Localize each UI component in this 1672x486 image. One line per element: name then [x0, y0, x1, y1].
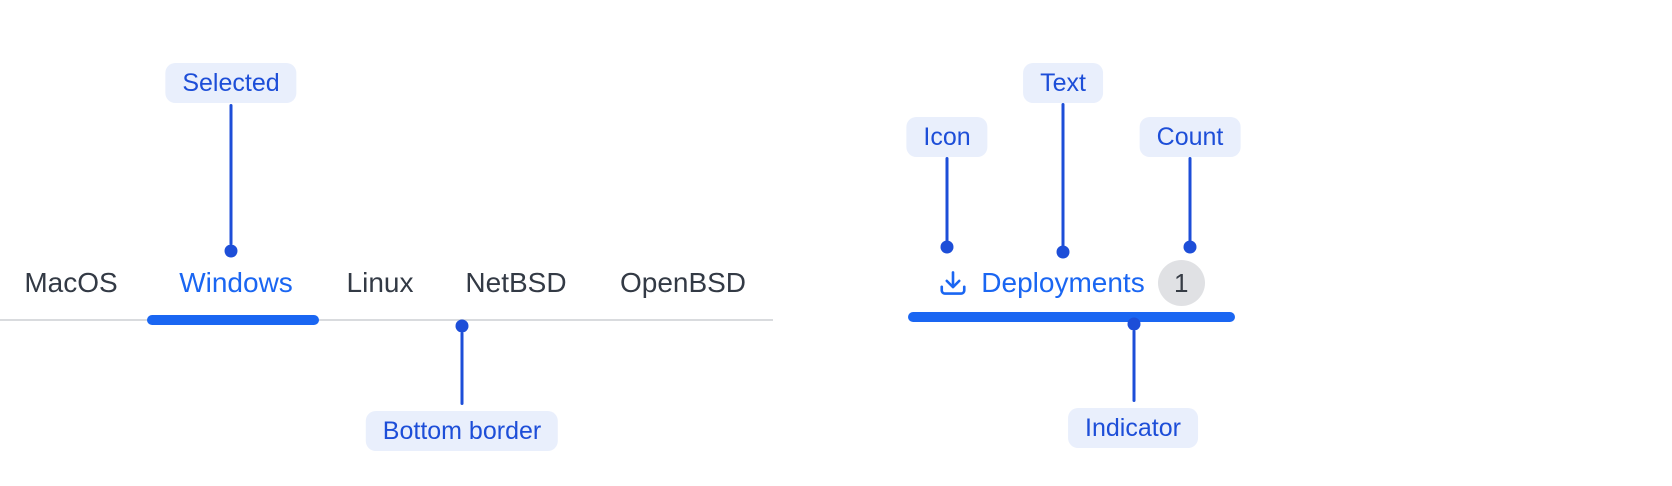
annotation-icon-dot: [940, 240, 954, 254]
tab-macos[interactable]: MacOS: [24, 267, 118, 298]
annotation-icon-line: [945, 157, 949, 242]
tab-count-badge: 1: [1157, 260, 1205, 306]
tab-netbsd[interactable]: NetBSD: [465, 267, 567, 298]
selected-tab-indicator: [147, 315, 319, 325]
tab-deployments-label: Deployments: [981, 267, 1145, 298]
annotation-indicator-label: Indicator: [1068, 408, 1198, 448]
annotation-text-line: [1061, 103, 1065, 248]
tab-deployments[interactable]: Deployments 1: [908, 257, 1235, 309]
tab-windows-selected[interactable]: Windows: [179, 267, 293, 298]
annotation-selected-label: Selected: [165, 63, 297, 103]
annotation-count-line: [1188, 157, 1192, 242]
annotation-text-label: Text: [1023, 63, 1103, 103]
tabs-bottom-border: [0, 319, 773, 321]
annotation-text-dot: [1056, 245, 1070, 259]
annotation-count-dot: [1183, 240, 1197, 254]
annotation-bottom-border-dot: [455, 319, 469, 333]
deployments-tab-indicator: [908, 312, 1235, 322]
tab-linux[interactable]: Linux: [346, 267, 414, 298]
annotation-indicator-line: [1132, 330, 1136, 402]
annotation-indicator-dot: [1127, 317, 1141, 331]
annotation-icon-label: Icon: [906, 117, 988, 157]
annotation-selected-line: [229, 104, 233, 245]
annotation-bottom-border-label: Bottom border: [365, 411, 559, 451]
annotation-count-label: Count: [1139, 117, 1241, 157]
annotation-bottom-border-line: [460, 332, 464, 405]
download-icon: [940, 271, 966, 295]
tab-openbsd[interactable]: OpenBSD: [619, 267, 747, 298]
annotation-selected-dot: [224, 244, 238, 258]
